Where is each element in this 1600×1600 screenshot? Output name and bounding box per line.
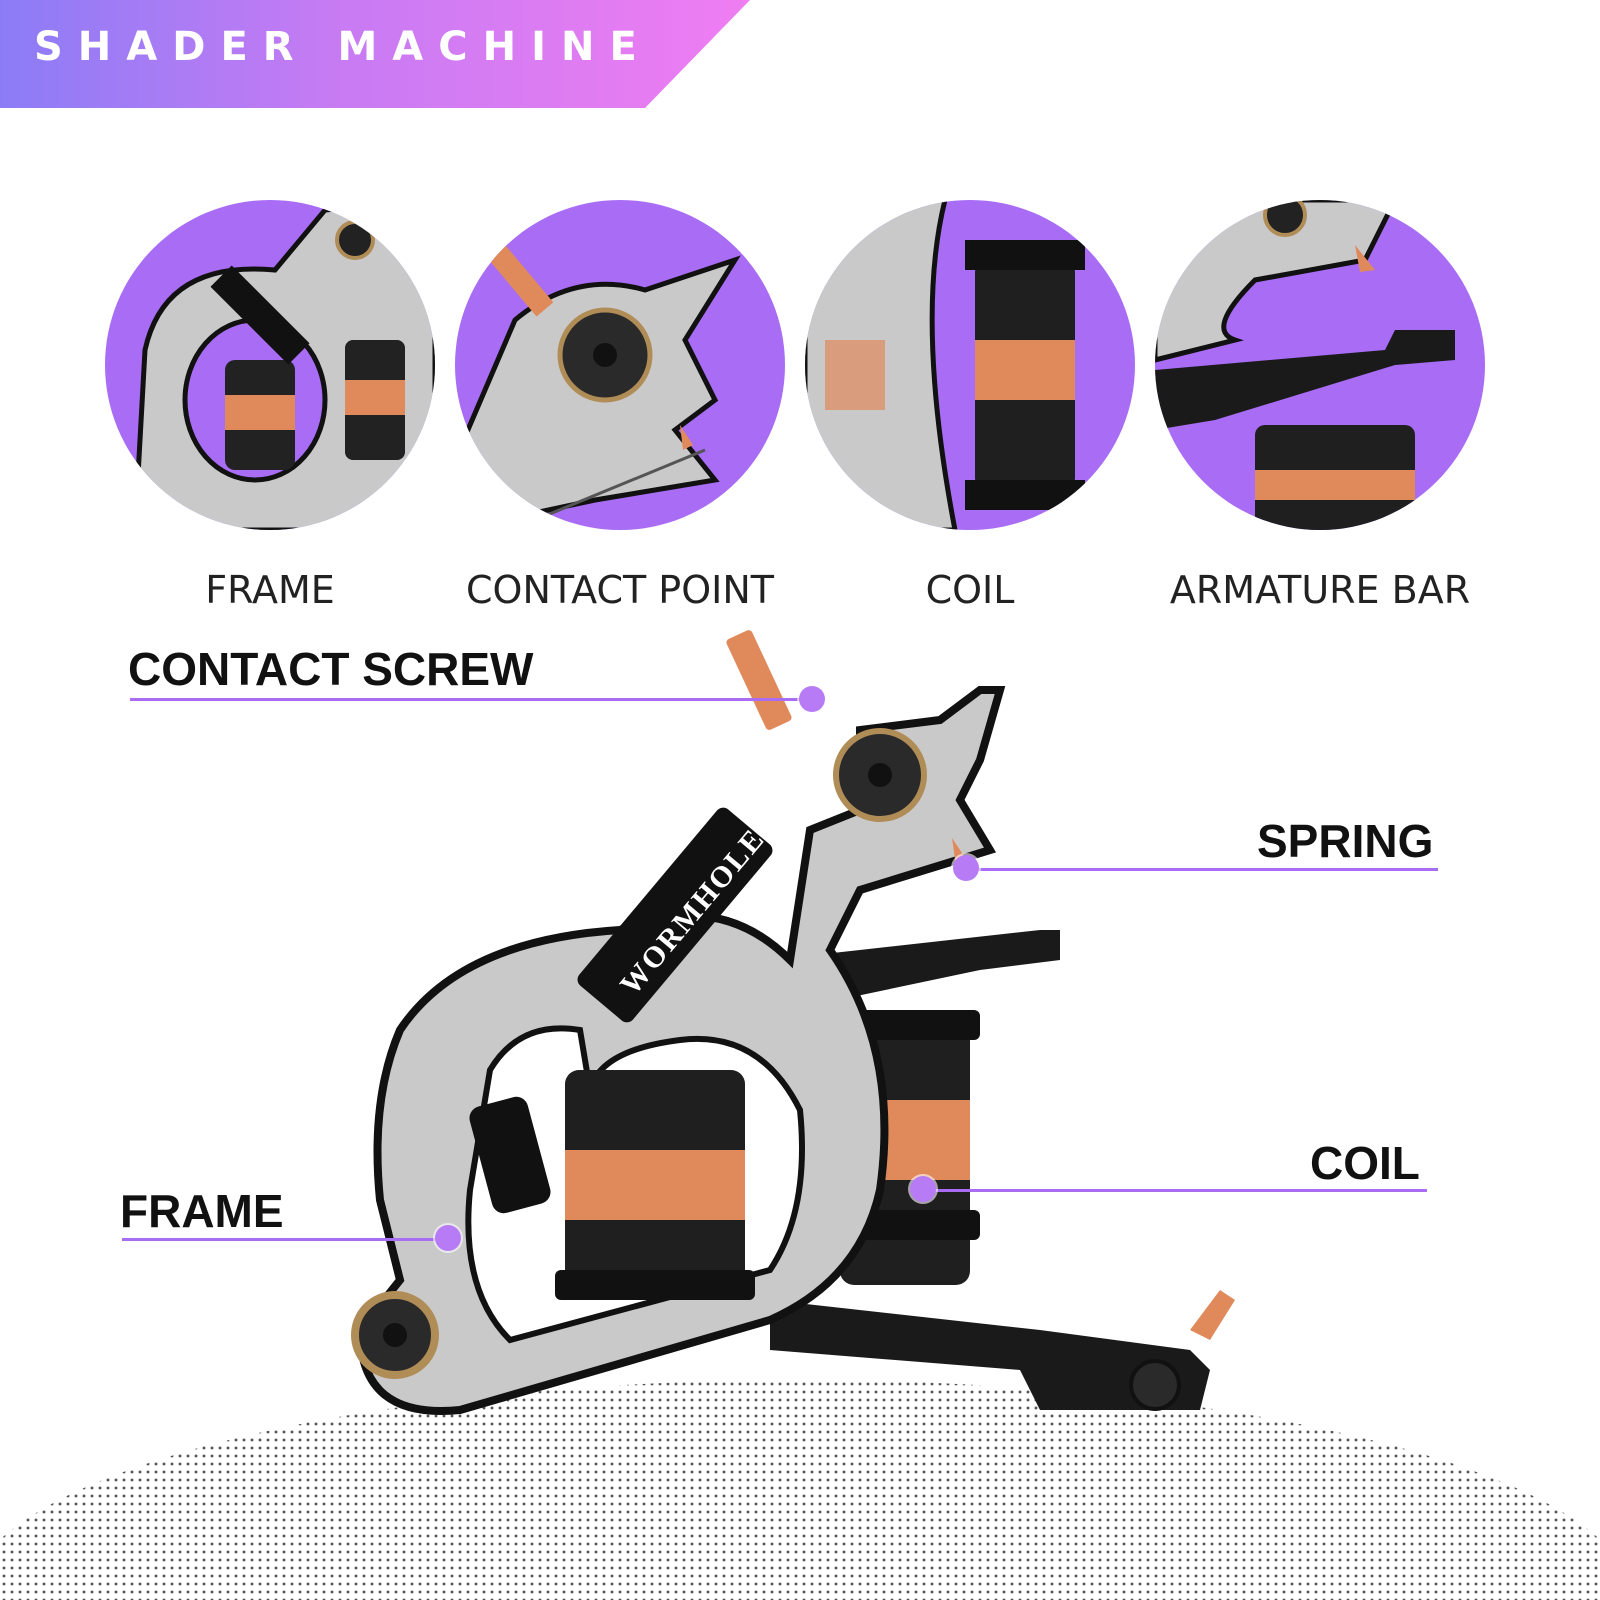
callout-coil-dot <box>910 1176 936 1202</box>
detail-label-coil: COIL <box>925 568 1015 612</box>
callout-coil-line <box>923 1189 1427 1192</box>
detail-label-frame: FRAME <box>205 568 335 612</box>
callout-contact-screw-label: CONTACT SCREW <box>128 643 534 695</box>
callout-contact-screw-line <box>130 698 810 701</box>
callout-frame-line <box>122 1238 448 1241</box>
detail-contact-point-image <box>455 200 785 530</box>
tattoo-machine-image <box>340 630 1240 1430</box>
detail-armature-bar-image <box>1155 200 1485 530</box>
callout-spring-line <box>966 868 1438 871</box>
callout-spring-dot <box>953 855 979 881</box>
detail-frame-image <box>105 200 435 530</box>
detail-label-contact-point: CONTACT POINT <box>466 568 774 612</box>
callout-spring-label: SPRING <box>1257 815 1434 867</box>
callout-coil-label: COIL <box>1310 1137 1420 1189</box>
detail-label-armature-bar: ARMATURE BAR <box>1169 568 1471 612</box>
header-banner <box>0 0 750 108</box>
callout-frame-dot <box>435 1225 461 1251</box>
callout-frame-label: FRAME <box>120 1185 284 1237</box>
callout-contact-screw-dot <box>799 686 825 712</box>
detail-coil-image <box>805 200 1135 530</box>
banner-title: SHADER MACHINE <box>34 24 652 70</box>
